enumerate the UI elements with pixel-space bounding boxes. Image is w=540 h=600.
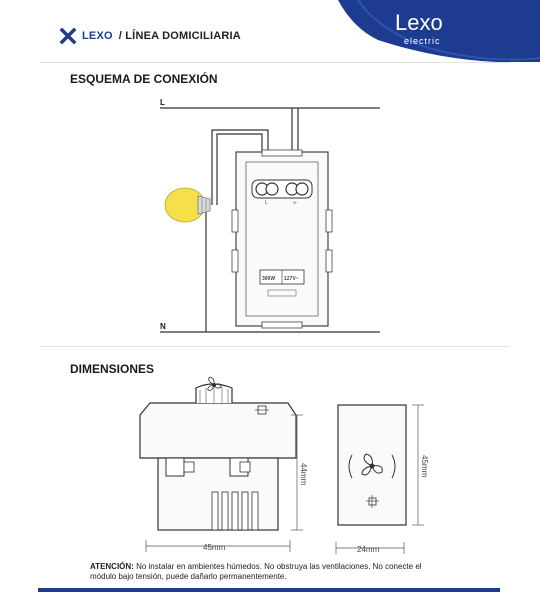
brand-x-icon bbox=[60, 28, 76, 44]
dimensions-title: DIMENSIONES bbox=[70, 362, 155, 376]
logo-wordmark: Lexo bbox=[395, 10, 443, 35]
side-view bbox=[337, 404, 407, 526]
light-symbol-icon bbox=[366, 495, 379, 508]
neutral-label: N bbox=[160, 322, 166, 331]
warning-text: No instalar en ambientes húmedos. No obs… bbox=[90, 562, 422, 581]
header-divider bbox=[40, 62, 510, 63]
terminal-l-label: L bbox=[265, 200, 268, 206]
fan-icon bbox=[348, 453, 396, 479]
wiring-title: ESQUEMA DE CONEXIÓN bbox=[70, 72, 218, 86]
warning-label: ATENCIÓN: bbox=[90, 562, 134, 571]
lightbulb-icon bbox=[164, 187, 211, 223]
side-width-label: 24mm bbox=[357, 545, 380, 554]
line-label: L bbox=[160, 98, 165, 107]
front-depth-label: 44mm bbox=[299, 463, 308, 486]
fan-icon bbox=[207, 376, 222, 391]
footer-bar bbox=[38, 588, 500, 592]
front-width-label: 45mm bbox=[203, 543, 226, 552]
dimmer-module bbox=[231, 149, 333, 329]
terminal-load-label: ∞ bbox=[293, 200, 297, 206]
side-height-label: 45mm bbox=[420, 455, 429, 478]
brand-name: LEXO bbox=[82, 30, 113, 42]
brand-row: LEXO / LÍNEA DOMICILIARIA bbox=[60, 28, 241, 44]
logo-badge bbox=[338, 0, 540, 62]
warning-note: ATENCIÓN: No instalar en ambientes húmed… bbox=[90, 562, 450, 582]
section-divider bbox=[40, 346, 510, 347]
product-line: / LÍNEA DOMICILIARIA bbox=[118, 30, 241, 42]
light-symbol-icon bbox=[255, 405, 269, 415]
rating-power: 300W bbox=[262, 276, 275, 282]
rating-voltage: 127V~ bbox=[284, 276, 299, 282]
logo-subtitle: electric bbox=[404, 36, 441, 46]
front-view bbox=[139, 376, 297, 531]
